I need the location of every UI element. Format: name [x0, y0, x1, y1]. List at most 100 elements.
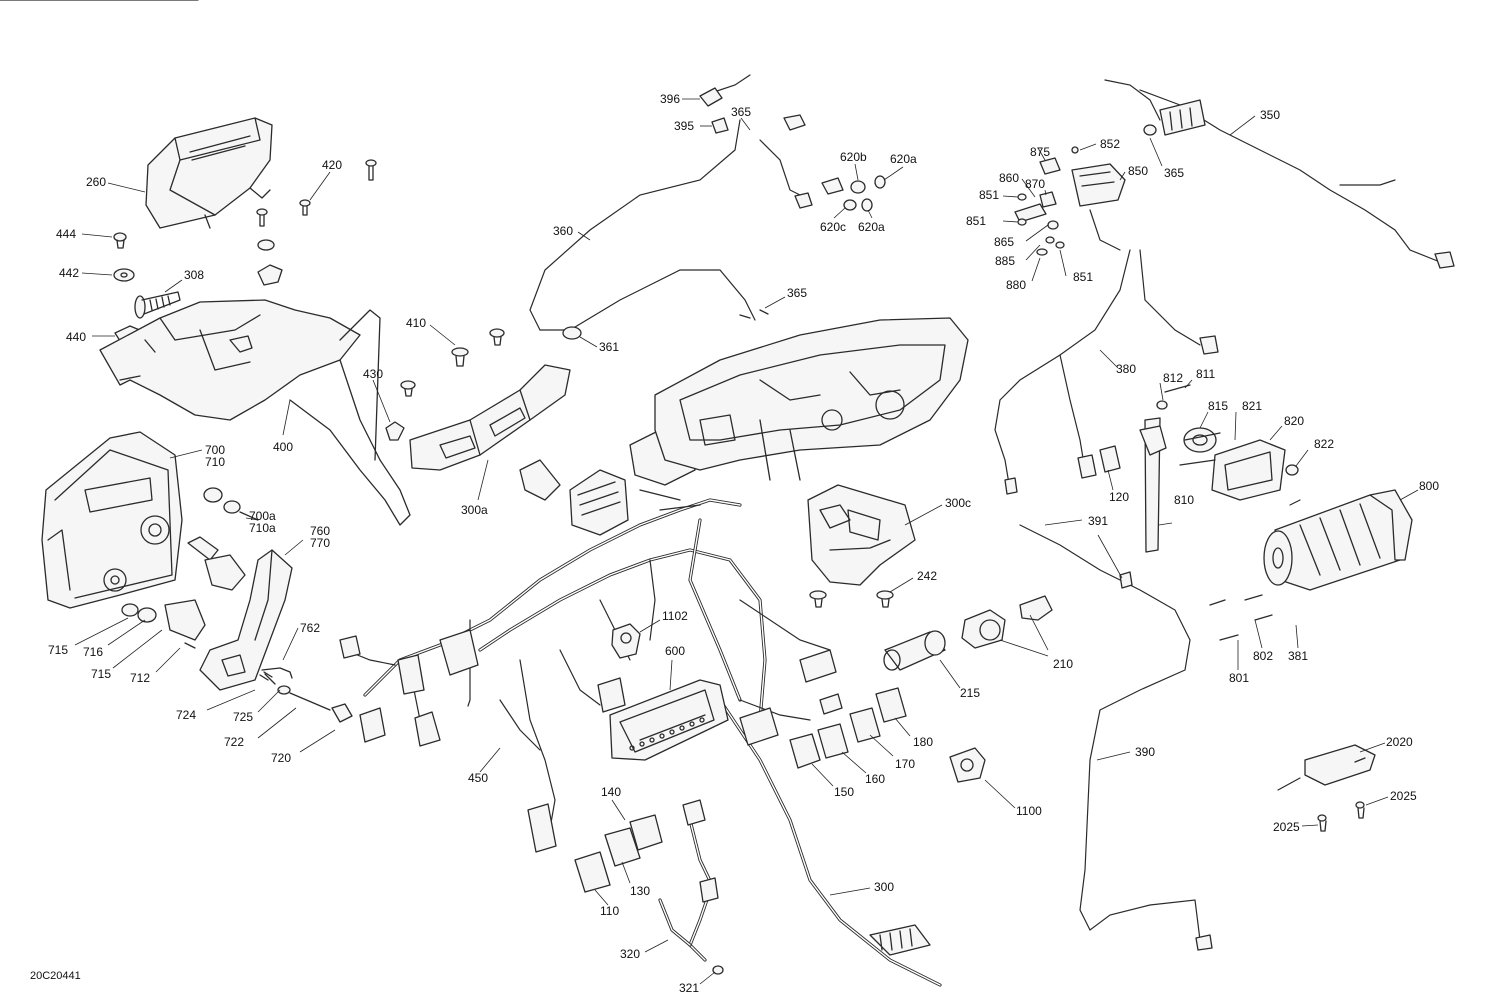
callout-360: 360 — [553, 224, 573, 238]
callout-762: 762 — [300, 621, 320, 635]
callout-811: 811 — [1196, 367, 1215, 381]
callout-860: 860 — [999, 171, 1019, 185]
callout-110: 110 — [600, 904, 619, 918]
callout-390: 390 — [1135, 745, 1155, 759]
callout-720: 720 — [271, 751, 291, 765]
callout-880: 880 — [1006, 278, 1026, 292]
callout-725: 725 — [233, 710, 253, 724]
callout-365: 365 — [731, 105, 751, 119]
part-300a-bracket — [409, 364, 571, 471]
callout-350: 350 — [1260, 108, 1280, 122]
part-410-430-fasteners — [385, 328, 505, 441]
callout-410: 410 — [406, 316, 426, 330]
part-110-140-relays — [0, 0, 663, 893]
callout-802: 802 — [1253, 649, 1273, 663]
leader-lines — [74, 98, 1419, 985]
part-380-wire — [994, 249, 1219, 495]
part-820-fairlead — [1179, 432, 1299, 501]
part-150-180-relays — [739, 649, 907, 769]
callout-810: 810 — [1174, 493, 1194, 507]
part-1102-socket — [611, 623, 641, 659]
part-fuse-box-connector — [339, 429, 696, 747]
callout-712: 712 — [130, 671, 150, 685]
part-320-harness — [658, 799, 724, 975]
part-600-gauge — [597, 677, 729, 761]
callout-130: 130 — [630, 884, 650, 898]
callout-2025: 2025 — [1390, 789, 1417, 803]
callout-300: 300 — [874, 880, 894, 894]
callout-850: 850 — [1128, 164, 1148, 178]
callout-150: 150 — [834, 785, 854, 799]
callout-800: 800 — [1419, 479, 1439, 493]
part-700-710-bulbs — [121, 487, 259, 649]
callout-851-mid: 851 — [966, 214, 986, 228]
callout-700a: 700a — [249, 509, 276, 523]
callout-380: 380 — [1116, 362, 1136, 376]
callout-620a-lower: 620a — [858, 220, 885, 234]
callout-715: 715 — [48, 643, 68, 657]
callout-722: 722 — [224, 735, 244, 749]
callout-321: 321 — [679, 981, 699, 995]
callout-885: 885 — [995, 254, 1015, 268]
part-850-solenoid — [1014, 146, 1126, 256]
callout-865: 865 — [994, 235, 1014, 249]
part-400-bracket — [99, 299, 411, 526]
callout-215: 215 — [960, 686, 980, 700]
part-442-washer — [113, 268, 135, 282]
part-810-rope-guide — [1139, 384, 1217, 553]
callout-400: 400 — [273, 440, 293, 454]
part-444-pushpin — [113, 232, 127, 249]
callout-210: 210 — [1053, 657, 1073, 671]
callout-821: 821 — [1242, 399, 1262, 413]
callout-700: 700 — [205, 443, 225, 457]
part-1100-socket — [949, 747, 986, 783]
callout-391: 391 — [1088, 514, 1108, 528]
callout-442: 442 — [59, 266, 79, 280]
callout-365-mid: 365 — [787, 286, 807, 300]
part-350-wire — [1104, 79, 1455, 269]
callout-770: 770 — [310, 536, 330, 550]
part-215-sleeve — [883, 630, 946, 671]
callout-851: 851 — [979, 188, 999, 202]
part-760-770-bracket — [199, 549, 293, 691]
callout-361: 361 — [599, 340, 619, 354]
callout-300a: 300a — [461, 503, 488, 517]
callout-labels: 396 365 395 620b 620a 620c 620a 360 365 … — [48, 92, 1439, 995]
callout-308: 308 — [184, 268, 204, 282]
callout-620a: 620a — [890, 152, 917, 166]
callout-1102: 1102 — [662, 609, 688, 623]
callout-381: 381 — [1288, 649, 1308, 663]
callout-820: 820 — [1284, 414, 1304, 428]
callout-444: 444 — [56, 227, 76, 241]
callout-2025-lower: 2025 — [1273, 820, 1300, 834]
callout-801: 801 — [1229, 671, 1249, 685]
part-720-722-pin — [259, 671, 353, 723]
callout-450: 450 — [468, 771, 488, 785]
part-700-headlight — [41, 431, 183, 609]
part-800-winch — [1209, 489, 1413, 641]
drawing-reference-code: 20C20441 — [30, 970, 81, 982]
callout-170: 170 — [895, 757, 915, 771]
callout-260: 260 — [86, 175, 106, 189]
part-2020-module — [1277, 744, 1376, 832]
callout-715-lower: 715 — [91, 667, 111, 681]
callout-365-right: 365 — [1164, 166, 1184, 180]
callout-2020: 2020 — [1386, 735, 1413, 749]
part-308-screw — [134, 291, 181, 319]
callout-815: 815 — [1208, 399, 1228, 413]
part-300c-module — [807, 484, 916, 608]
callout-430: 430 — [363, 367, 383, 381]
callout-1100: 1100 — [1016, 804, 1042, 818]
callout-875: 875 — [1030, 145, 1050, 159]
callout-160: 160 — [865, 772, 885, 786]
part-frame-dashboard — [639, 317, 969, 511]
callout-300c: 300c — [945, 496, 971, 510]
callout-620b: 620b — [840, 150, 867, 164]
callout-716: 716 — [83, 645, 103, 659]
callout-242: 242 — [917, 569, 937, 583]
callout-440: 440 — [66, 330, 86, 344]
callout-420: 420 — [322, 158, 342, 172]
callout-140: 140 — [601, 785, 621, 799]
